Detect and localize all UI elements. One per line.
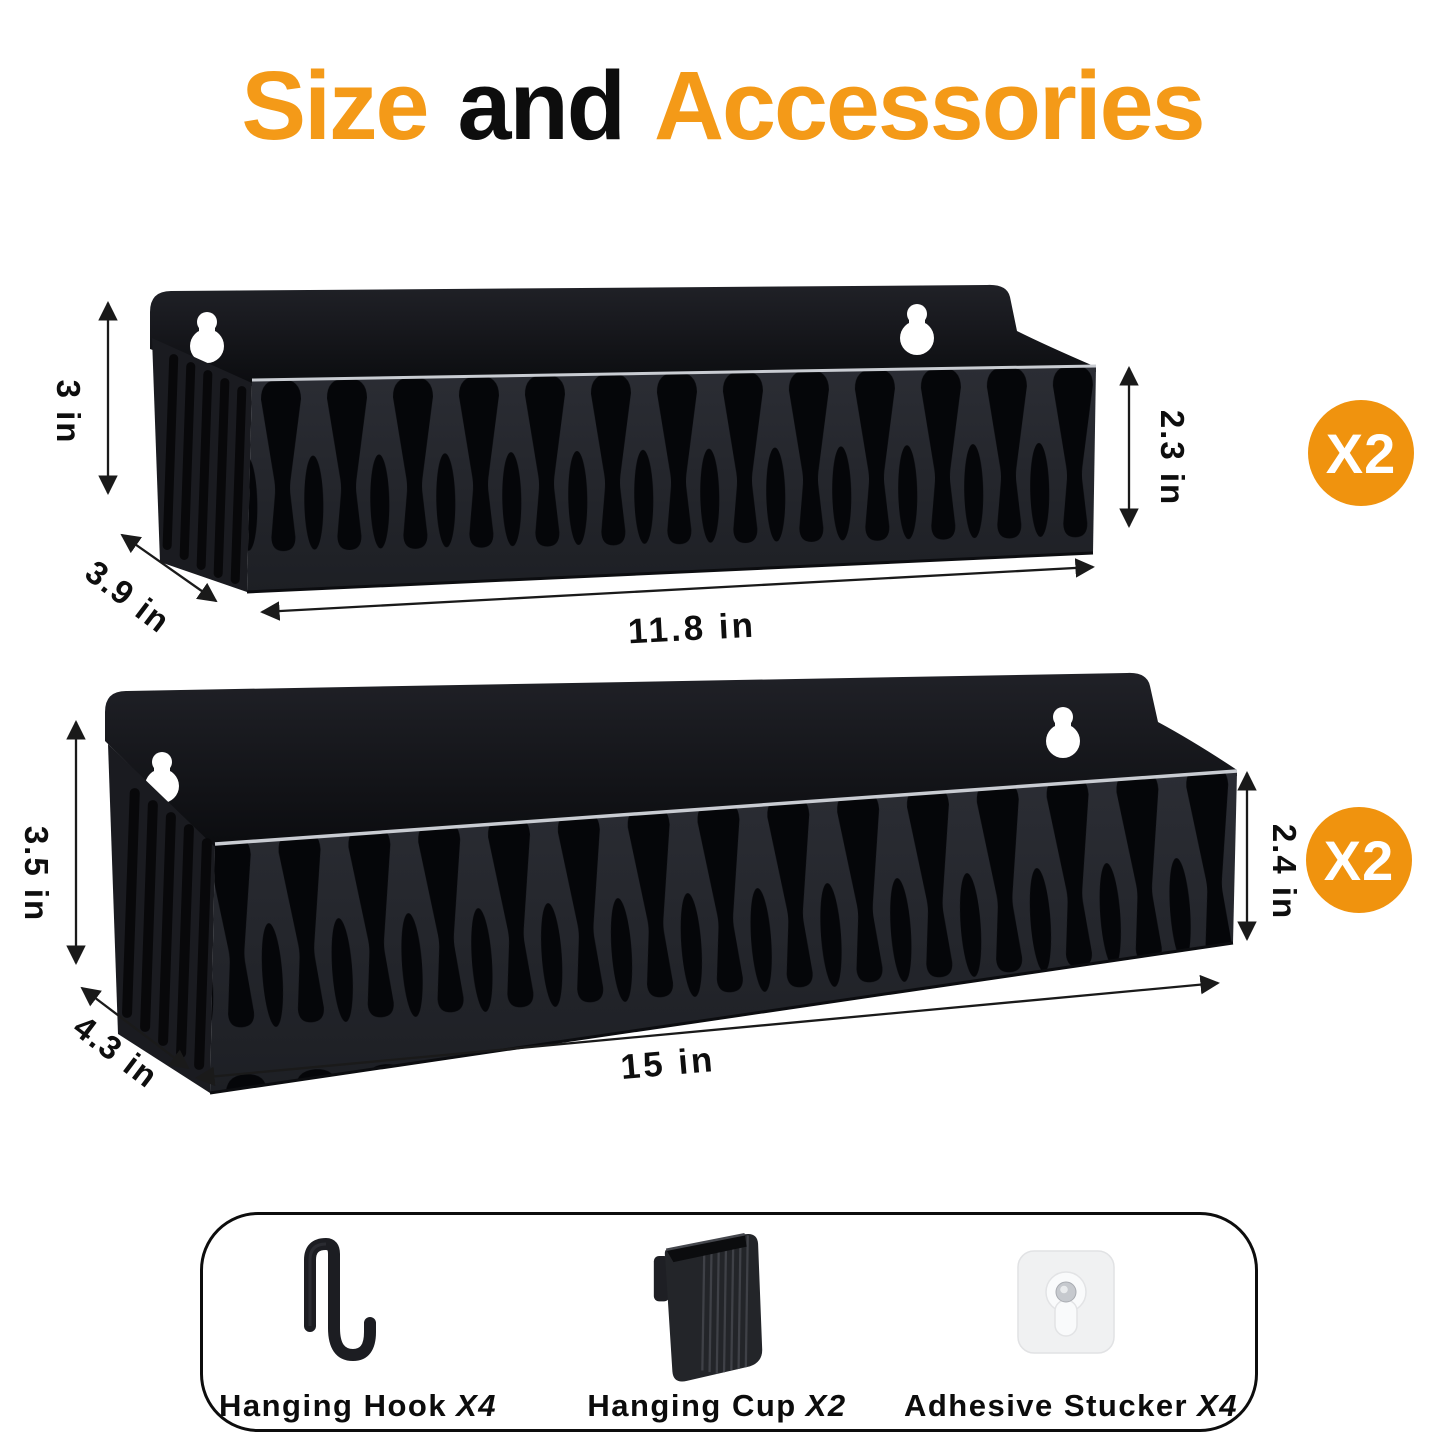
- hanging-hook-name: Hanging Hook: [218, 1388, 448, 1423]
- title-word-accessories: Accessories: [653, 51, 1206, 160]
- large-shelf-rim-highlight: [214, 769, 1238, 846]
- small-shelf-keyhole-right: [900, 304, 934, 355]
- dim-large-front-height: 2.4 in: [1266, 823, 1303, 921]
- hanging-hook-count: X4: [456, 1388, 498, 1423]
- dim-small-back-height: 3 in: [50, 379, 87, 445]
- large-shelf-illustration: [105, 672, 1238, 1095]
- adhesive-sticker-name: Adhesive Stucker: [903, 1388, 1189, 1423]
- small-shelf-quantity-badge: X2: [1308, 400, 1414, 506]
- page-title: Size and Accessories: [0, 50, 1445, 162]
- large-shelf-keyhole-right: [1046, 707, 1080, 758]
- hanging-cup-name: Hanging Cup: [587, 1388, 797, 1423]
- hanging-cup-count: X2: [805, 1388, 847, 1423]
- small-shelf-illustration: [150, 284, 1097, 594]
- title-word-and: and: [457, 51, 626, 160]
- small-shelf-left-wall-slots: [162, 354, 247, 584]
- small-shelf-front-slots: [247, 367, 1096, 592]
- small-shelf-back-panel: [150, 284, 1096, 386]
- dim-small-width: 11.8 in: [627, 605, 757, 652]
- dim-large-width: 15 in: [619, 1039, 717, 1088]
- hanging-cup-icon: [653, 1233, 763, 1382]
- large-shelf-quantity-badge: X2: [1306, 807, 1412, 913]
- title-word-size: Size: [241, 51, 429, 160]
- dim-arrow-large-width: [195, 974, 1220, 1087]
- large-shelf-back-panel: [105, 672, 1237, 849]
- small-shelf-keyhole-left: [190, 312, 224, 363]
- dim-large-back-height: 3.5 in: [18, 825, 55, 923]
- dim-arrow-large-depth: [80, 986, 190, 1070]
- dim-arrow-small-depth: [120, 533, 218, 603]
- adhesive-sticker-count: X4: [1197, 1388, 1239, 1423]
- dim-arrow-small-width: [260, 558, 1095, 621]
- dimension-arrows: [66, 301, 1257, 1087]
- hanging-hook-icon: [304, 1237, 376, 1362]
- small-shelf-rim-highlight: [251, 364, 1097, 382]
- adhesive-sticker-icon: [1017, 1250, 1115, 1354]
- dim-small-front-height: 2.3 in: [1154, 409, 1191, 507]
